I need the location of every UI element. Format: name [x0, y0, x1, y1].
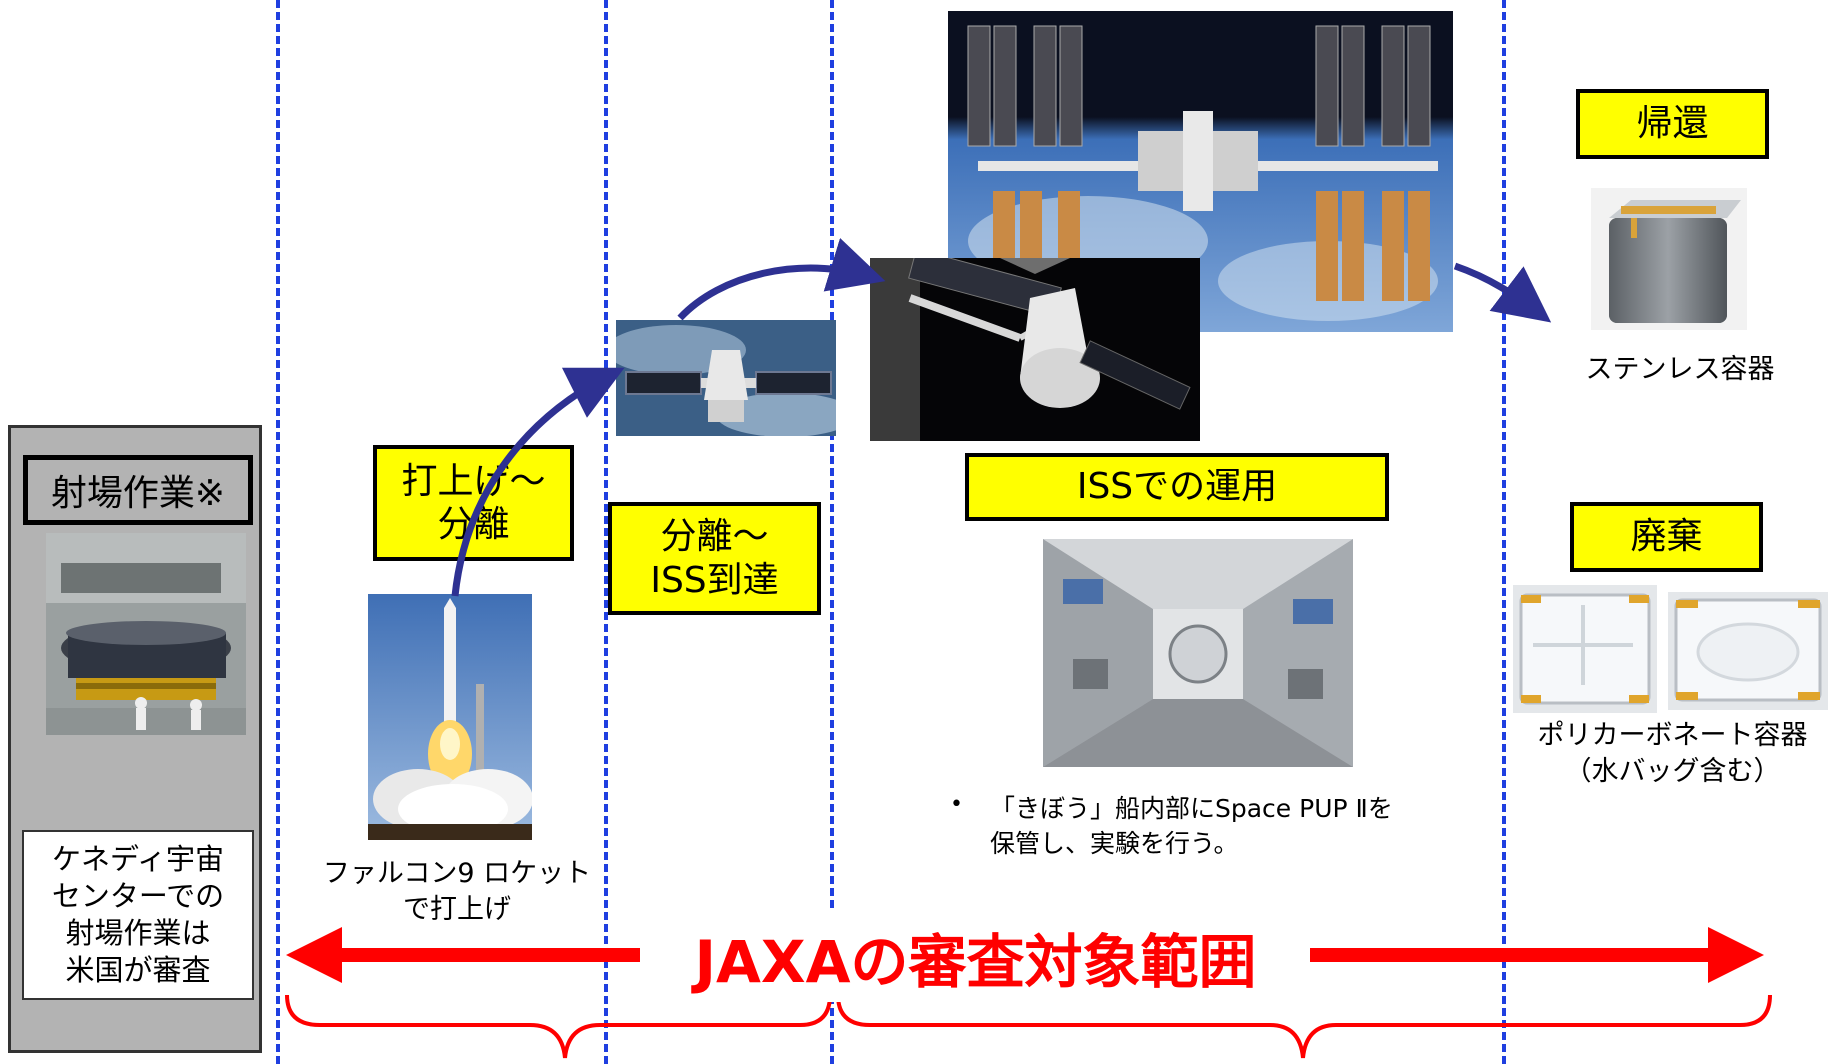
- scope-bracket-right: [836, 994, 1772, 1059]
- return-label: 帰還: [1576, 89, 1769, 159]
- iss-bullet-text: 「きぼう」船内部にSpace PUP Ⅱを 保管し、実験を行う。: [990, 794, 1393, 858]
- separation-iss-label: 分離～ ISS到達: [608, 502, 821, 615]
- launch-site-photo: [46, 533, 246, 735]
- dragon-freeflight-photo: [616, 320, 836, 436]
- kibo-interior-photo: [1043, 539, 1353, 767]
- jaxa-review-scope-label: JAXAの審査対象範囲: [648, 912, 1303, 1002]
- launch-site-note: ケネディ宇宙 センターでの 射場作業は 米国が審査: [51, 841, 225, 988]
- flow-arrow-orbit-to-iss: [677, 237, 886, 321]
- phase-divider-3: [830, 0, 834, 1064]
- dragon-berthing-photo: [870, 258, 1200, 441]
- polycarbonate-caption: ポリカーボネート容器 （水バッグ含む）: [1537, 720, 1808, 788]
- launch-site-panel: 射場作業※ ケネディ宇宙 センターでの 射場作業は 米国が審査: [8, 425, 262, 1053]
- stainless-container-photo: [1591, 188, 1747, 330]
- phase-divider-1: [276, 0, 280, 1064]
- flow-arrow-launch-to-orbit: [451, 367, 625, 597]
- jaxa-review-scope-text: JAXAの審査対象範囲: [694, 928, 1257, 996]
- scope-bracket-left: [285, 994, 832, 1059]
- launch-site-note-box: ケネディ宇宙 センターでの 射場作業は 米国が審査: [22, 830, 254, 1000]
- launch-separation-label: 打上げ～ 分離: [373, 445, 574, 561]
- stainless-caption: ステンレス容器: [1585, 354, 1775, 385]
- polycarbonate-container-photo-1: [1513, 585, 1657, 713]
- polycarbonate-container-photo-2: [1668, 592, 1828, 710]
- falcon9-rocket-photo: [368, 594, 532, 840]
- rocket-caption: ファルコン9 ロケット で打上げ: [322, 858, 592, 926]
- disposal-label: 廃棄: [1570, 502, 1763, 572]
- bullet-dot: •: [950, 792, 963, 817]
- flow-arrow-iss-to-return: [1453, 262, 1552, 323]
- launch-site-title-text: 射場作業※: [50, 473, 226, 514]
- phase-divider-2: [604, 0, 608, 1064]
- launch-site-title: 射場作業※: [23, 455, 253, 525]
- iss-operations-label: ISSでの運用: [965, 453, 1389, 521]
- phase-divider-4: [1502, 0, 1506, 1064]
